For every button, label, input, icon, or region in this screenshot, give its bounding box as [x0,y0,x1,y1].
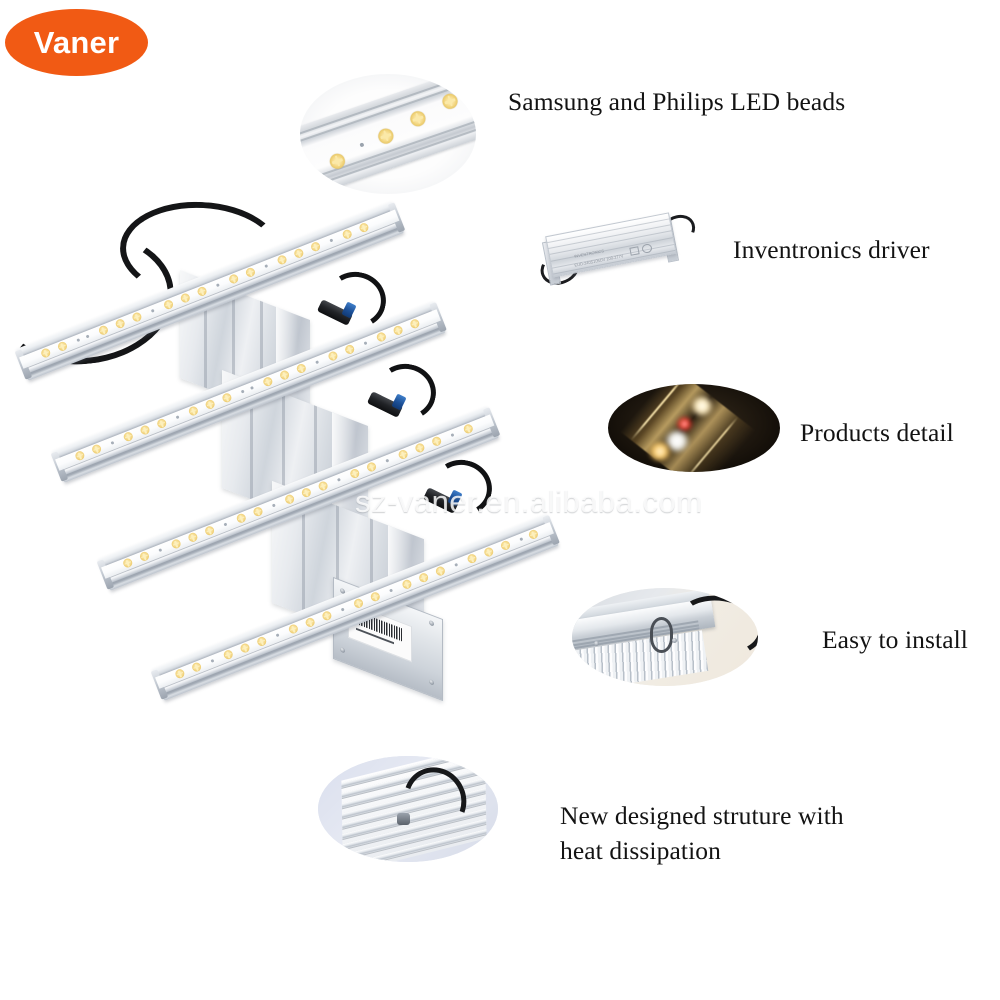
led-driver-body [545,212,677,278]
feature-label-led-beads: Samsung and Philips LED beads [508,87,846,116]
bar-connector [362,358,442,432]
cable-gland [397,813,411,826]
feature-thumb-driver: INVENTRONICS EUD-240S105DV 100-277V [535,208,701,300]
feature-label-heat-dissipation: New designed struture with heat dissipat… [560,801,844,866]
feature-label-products-detail: Products detail [800,418,954,447]
screw [340,646,345,654]
feature-thumb-products-detail [608,384,780,472]
led-glow-cool [664,429,689,452]
feature-thumb-led-beads [300,74,476,194]
bar-connector [312,266,392,340]
screw [429,619,434,627]
feature-thumb-easy-install [572,588,758,686]
led-glow-amber [649,442,672,462]
led-glow-warm [690,396,713,417]
hanging-hook-icon [650,617,674,654]
feature-thumb-heat-dissipation [318,756,498,862]
screw [429,678,434,686]
screw [672,637,678,643]
brand-logo-badge: Vaner [5,9,148,76]
led-glow-red [676,416,692,431]
screw [594,640,600,646]
brand-logo-text: Vaner [33,25,120,60]
bar-connector [418,454,498,528]
main-product-photo [0,180,620,710]
feature-label-driver: Inventronics driver [733,235,930,264]
driver-cert-mark [629,246,640,256]
feature-label-easy-install: Easy to install [822,625,968,654]
